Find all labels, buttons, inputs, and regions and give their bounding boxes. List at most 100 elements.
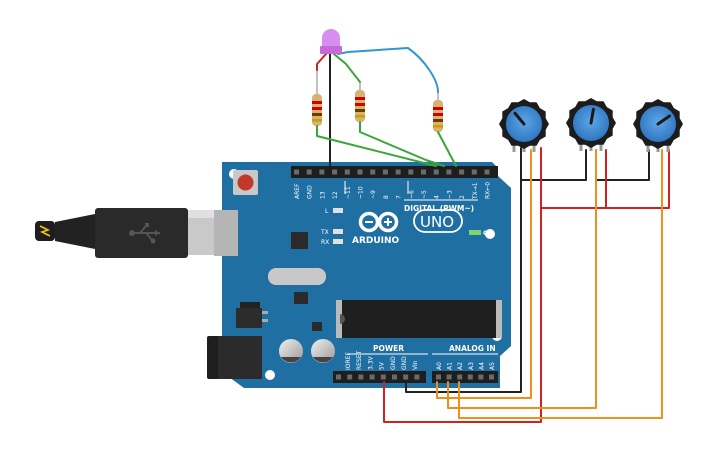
usb-cable[interactable] xyxy=(35,208,236,258)
dc-power-jack xyxy=(207,336,262,379)
digital-pin-hole[interactable] xyxy=(332,169,338,175)
digital-pin-label: 4 xyxy=(434,195,441,199)
power-pin-label: Vin xyxy=(412,360,419,370)
resistor-3[interactable] xyxy=(433,92,443,132)
power-pin-hole[interactable] xyxy=(347,374,353,380)
analog-pin-hole[interactable] xyxy=(436,374,441,380)
power-pin-label: GND xyxy=(401,356,408,370)
analog-pin-label: A5 xyxy=(489,362,496,370)
usb-bolt-icon xyxy=(39,225,51,237)
wires xyxy=(316,47,670,423)
digital-pin-hole[interactable] xyxy=(433,169,439,175)
analog-pin-hole[interactable] xyxy=(457,374,463,380)
usb-interface-chip xyxy=(291,232,308,249)
digital-pin-hole[interactable] xyxy=(306,169,312,175)
analog-pin-hole[interactable] xyxy=(446,374,452,380)
digital-pin-hole[interactable] xyxy=(395,169,401,175)
digital-pin-label: 13 xyxy=(319,191,326,199)
arduino-logo-icon xyxy=(358,211,399,233)
usb-jack xyxy=(214,210,238,256)
led-label-l: L xyxy=(325,208,329,215)
wire-pot2-wiper-a1 xyxy=(447,149,597,409)
digital-pin-label: RX←0 xyxy=(485,182,492,199)
power-pin-hole[interactable] xyxy=(414,374,420,380)
power-header[interactable] xyxy=(333,371,426,383)
digital-pin-hole[interactable] xyxy=(294,169,299,175)
power-pin-hole[interactable] xyxy=(380,374,386,380)
digital-pin-hole[interactable] xyxy=(382,169,388,175)
knob-indicator xyxy=(656,114,671,126)
wire-pot3-wiper-a2 xyxy=(458,149,663,419)
reset-button[interactable] xyxy=(233,170,258,195)
wire-resistor1-to-pin xyxy=(316,125,437,167)
digital-header[interactable] xyxy=(291,166,498,178)
digital-pin-hole[interactable] xyxy=(471,169,477,175)
resistor-1[interactable] xyxy=(312,70,322,126)
analog-pin-label: A4 xyxy=(478,362,485,370)
rgb-led[interactable] xyxy=(320,29,342,54)
atmega-microcontroller xyxy=(336,300,502,338)
digital-pin-label: 8 xyxy=(383,195,390,199)
power-header-label: POWER xyxy=(373,344,404,353)
digital-pin-label: ~9 xyxy=(370,190,377,199)
analog-pin-label: A0 xyxy=(436,362,443,370)
board-brand-name: ARDUINO xyxy=(352,236,400,246)
resistor-2[interactable] xyxy=(355,82,365,122)
digital-pin-hole[interactable] xyxy=(344,169,350,175)
capacitor xyxy=(279,339,303,363)
wire-pot-gnd-chain xyxy=(520,147,587,181)
analog-pin-hole[interactable] xyxy=(467,374,473,380)
power-pin-hole[interactable] xyxy=(336,374,341,380)
digital-pin-label: GND xyxy=(307,185,314,199)
digital-header-label: DIGITAL (PWM~) xyxy=(404,204,474,213)
small-ic xyxy=(294,292,308,304)
analog-pin-hole[interactable] xyxy=(478,374,484,380)
digital-pin-label: 7 xyxy=(396,195,403,199)
knob-indicator xyxy=(589,107,595,125)
crystal-oscillator xyxy=(268,268,326,285)
potentiometer-1[interactable] xyxy=(499,99,549,152)
digital-pin-hole[interactable] xyxy=(421,169,426,175)
onboard-leds: L TX RX ON xyxy=(320,208,493,246)
analog-pin-label: A3 xyxy=(468,362,475,370)
power-pin-label: 5V xyxy=(379,361,386,370)
potentiometer-3[interactable] xyxy=(633,99,683,152)
knob-indicator xyxy=(513,111,526,126)
usb-strain-relief xyxy=(55,214,95,249)
digital-pin-hole[interactable] xyxy=(484,169,490,175)
digital-pin-hole[interactable] xyxy=(446,169,452,175)
digital-pin-hole[interactable] xyxy=(459,169,465,175)
potentiometer-2[interactable] xyxy=(566,98,616,151)
power-pin-hole[interactable] xyxy=(392,374,397,380)
analog-pin-label: A2 xyxy=(457,362,464,370)
board-model: UNO xyxy=(420,213,454,231)
mounting-hole xyxy=(485,229,495,239)
power-pin-hole[interactable] xyxy=(403,374,409,380)
led-label-tx: TX xyxy=(320,229,329,236)
digital-pin-hole[interactable] xyxy=(357,169,363,175)
on-led-label: ON xyxy=(483,230,493,237)
analog-header-label: ANALOG IN xyxy=(449,344,496,353)
digital-pin-hole[interactable] xyxy=(408,169,414,175)
digital-pin-hole[interactable] xyxy=(370,169,376,175)
power-pin-hole[interactable] xyxy=(358,374,364,380)
power-pin-label: 3.3V xyxy=(367,355,374,370)
digital-pin-label: ~6 xyxy=(408,190,415,199)
analog-pin-hole[interactable] xyxy=(489,374,494,380)
digital-pin-label: TX→1 xyxy=(472,182,479,200)
power-pin-label: IOREF xyxy=(345,352,352,370)
power-pin-hole[interactable] xyxy=(369,374,375,380)
analog-header[interactable] xyxy=(432,371,498,383)
digital-pin-label: ~11 xyxy=(345,186,352,199)
digital-pin-label: ~5 xyxy=(421,190,428,199)
digital-pin-hole[interactable] xyxy=(319,169,325,175)
wire-led-green-leg xyxy=(333,53,361,83)
digital-pin-label: 12 xyxy=(332,191,339,199)
usb-symbol-icon xyxy=(129,223,160,244)
wire-pot-gnd-chain xyxy=(595,149,650,181)
